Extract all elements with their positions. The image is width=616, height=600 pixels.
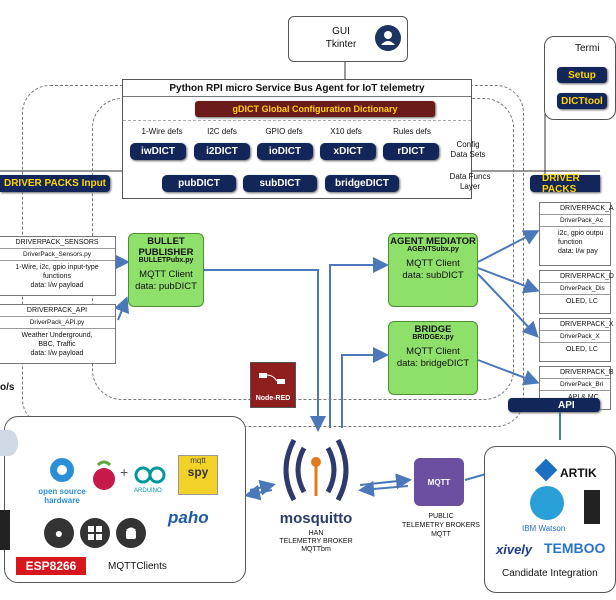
mqtt-spy-logo: mqtt spy [178, 455, 218, 495]
windows-icon [80, 518, 110, 548]
bullet-title: BULLET PUBLISHER [138, 236, 194, 258]
i2dict-chip[interactable]: i2DICT [194, 143, 250, 160]
broker-to-bridge-arrow [341, 347, 389, 428]
driver-packs-output-header: DRIVER PACKS [530, 173, 600, 195]
driverpack-api: DRIVERPACK_API DriverPack_API.py Weather… [0, 304, 116, 364]
ibm-watson-label: IBM Watson [522, 524, 566, 533]
open-source-hardware-icon [40, 455, 84, 485]
arduino-label: ARDUINO [134, 488, 162, 494]
config-header-x10: X10 defs [330, 127, 362, 136]
bullet-file: BULLETPubx.py [138, 257, 194, 264]
raspberry-pi-icon [88, 458, 120, 494]
nodered-icon [259, 373, 285, 384]
pubdict-chip[interactable]: pubDICT [162, 175, 236, 192]
terminal-title: Termi [575, 43, 600, 54]
os-label: o/s [0, 382, 15, 393]
bridge-title: BRIDGE [414, 324, 452, 335]
mediator-file: AGENTSubx.py [407, 246, 459, 253]
apple-icon: ● [44, 518, 74, 548]
bridgedict-chip[interactable]: bridgeDICT [325, 175, 399, 192]
device-icon [0, 430, 18, 456]
setup-button[interactable]: Setup [557, 67, 607, 83]
board-icon [0, 510, 10, 550]
mosquitto-icon [274, 430, 358, 510]
nodered-logo: Node-RED [250, 362, 296, 408]
config-header-rules: Rules defs [393, 127, 431, 136]
gdict-banner: gDICT Global Configuration Dictionary [195, 101, 435, 117]
mediator-title: AGENT MEDIATOR [390, 236, 476, 247]
ibm-watson-icon [530, 486, 564, 520]
mosquitto-name: mosquitto [279, 510, 353, 527]
xively-logo: xively [496, 542, 533, 557]
bridge-file: BRIDGEx.py [412, 334, 454, 341]
config-header-i2c: I2C defs [207, 127, 237, 136]
gui-box: GUI Tkinter [288, 16, 408, 62]
xdict-chip[interactable]: xDICT [320, 143, 376, 160]
iwdict-chip[interactable]: iwDICT [130, 143, 186, 160]
connector-layer [0, 56, 600, 501]
iodict-chip[interactable]: ioDICT [257, 143, 313, 160]
integration-label: Candidate Integration [502, 568, 598, 579]
esp8266-logo: ESP8266 [16, 557, 86, 575]
artik-label: ARTIK [560, 466, 597, 480]
arduino-icon [132, 460, 168, 490]
driverpack-sensors: DRIVERPACK_SENSORS DriverPack_Sensors.py… [0, 236, 116, 296]
driverpack-display: DRIVERPACK_D DriverPack_Dis OLED, LC [539, 270, 614, 314]
public-mqtt-logo: MQTT [414, 458, 464, 506]
driverpack-actuators: DRIVERPACK_A DriverPack_Ac i2c, gpio out… [539, 202, 614, 266]
bullet-to-broker-arrow [202, 269, 326, 432]
config-header-gpio: GPIO defs [265, 127, 303, 136]
bullet-publisher-box[interactable]: BULLET PUBLISHER BULLETPubx.py MQTT Clie… [128, 233, 204, 307]
config-header-1wire: 1-Wire defs [141, 127, 183, 136]
plus-icon: + [120, 464, 129, 480]
integration-tile-icon [584, 490, 600, 524]
api-bar: API [508, 398, 600, 412]
rdict-chip[interactable]: rDICT [383, 143, 439, 160]
mqtt-clients-box [4, 416, 246, 583]
driverpack-x: DRIVERPACK_X DriverPack_X OLED, LC [539, 318, 614, 362]
user-icon [375, 25, 401, 51]
paho-logo: paho [168, 508, 209, 527]
broker-to-mediator-arrow [329, 257, 389, 428]
agent-title: Python RPI micro Service Bus Agent for I… [169, 83, 425, 94]
mqtt-clients-label: MQTTClients [108, 561, 167, 572]
temboo-logo: TEMBOO [544, 540, 606, 556]
terminal-box: Termi Setup DICTtool [544, 36, 616, 120]
gui-title: GUI [332, 26, 350, 37]
dicttool-button[interactable]: DICTtool [557, 93, 607, 109]
driver-packs-input-header: DRIVER PACKS Input [0, 175, 110, 192]
android-icon [116, 518, 146, 548]
gui-subtitle: Tkinter [325, 39, 357, 50]
subdict-chip[interactable]: subDICT [243, 175, 317, 192]
